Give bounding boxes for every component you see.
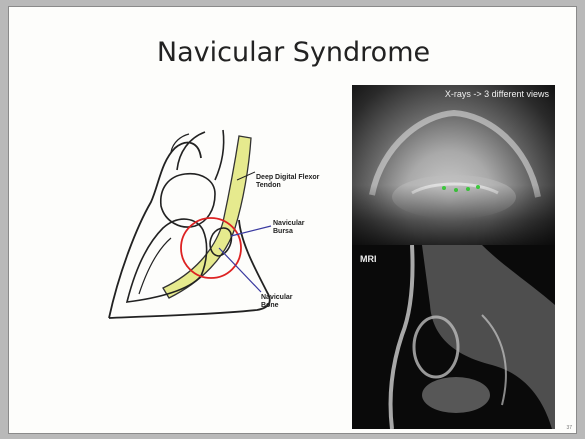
xray-image: X-rays -> 3 different views <box>352 85 555 245</box>
xray-caption: X-rays -> 3 different views <box>445 89 549 99</box>
slide-number: 37 <box>566 425 572 431</box>
mri-image: MRI <box>352 245 555 429</box>
deep-digital-flexor-label: Deep Digital Flexor Tendon <box>256 174 336 190</box>
navicular-bursa-label: Navicular Bursa <box>273 220 313 236</box>
hoof-anatomy-diagram: Deep Digital Flexor Tendon Navicular Bur… <box>89 122 339 332</box>
mri-caption: MRI <box>360 254 377 264</box>
slide: Navicular Syndrome Deep Digital Fle <box>8 6 577 434</box>
slide-title: Navicular Syndrome <box>9 37 578 68</box>
navicular-bone-label: Navicular Bone <box>261 294 301 310</box>
mri-illustration <box>352 245 555 429</box>
coffin-bone-inner <box>139 238 171 294</box>
